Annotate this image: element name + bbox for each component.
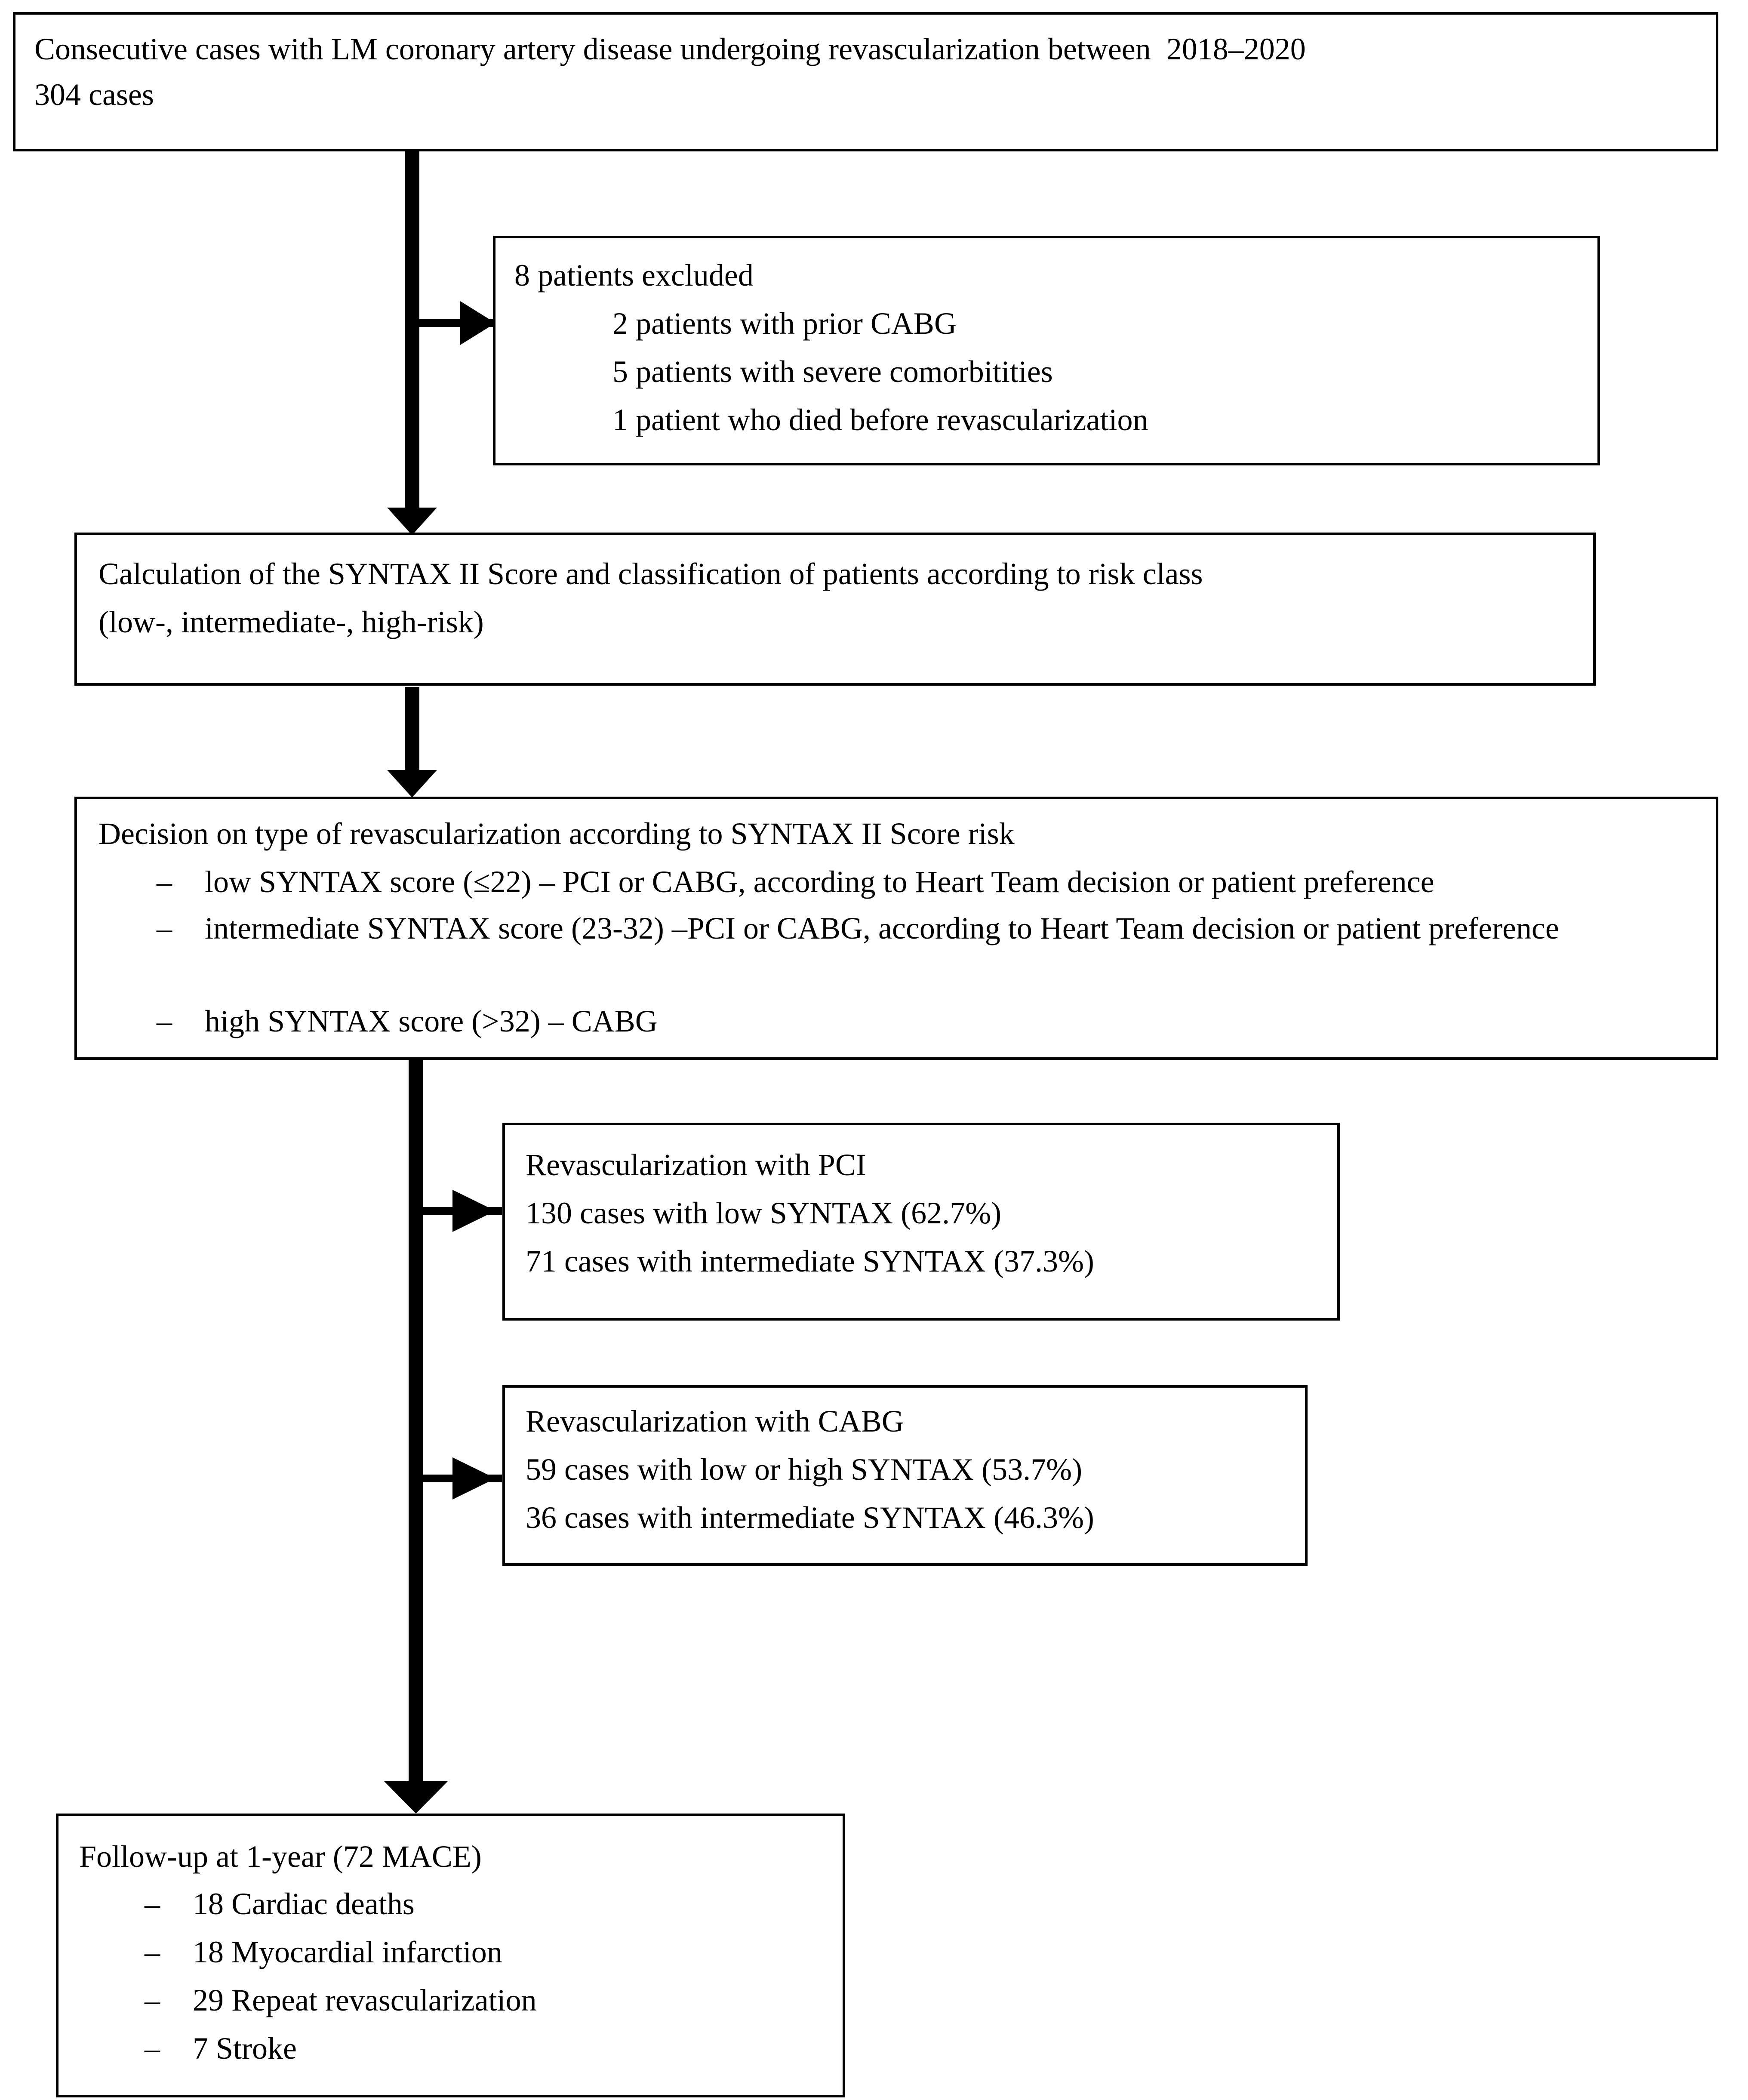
followup-item-3-dash: –	[145, 1983, 160, 2017]
syntax-score-box: Calculation of the SYNTAX II Score and c…	[74, 533, 1596, 686]
cabg-outcome-box: Revascularization with CABG 59 cases wit…	[502, 1385, 1308, 1566]
followup-item-4-text: 7 Stroke	[193, 2031, 297, 2066]
decision-bullet-1: – low SYNTAX score (≤22) – PCI or CABG, …	[157, 862, 1705, 902]
enrollment-box: Consecutive cases with LM coronary arter…	[13, 12, 1718, 151]
followup-item-2-dash: –	[145, 1935, 160, 1969]
decision-heading: Decision on type of revascularization ac…	[98, 816, 1015, 851]
decision-bullet-3: – high SYNTAX score (>32) – CABG	[157, 1001, 1705, 1042]
arrow-enrollment-to-scoring	[387, 151, 437, 535]
syntax-score-line-2: (low-, intermediate-, high-risk)	[98, 605, 484, 639]
followup-item-1: – 18 Cardiac deaths	[145, 1884, 816, 1924]
followup-heading: Follow-up at 1-year (72 MACE)	[79, 1839, 482, 1874]
followup-item-2-text: 18 Myocardial infarction	[193, 1935, 502, 1969]
decision-box: Decision on type of revascularization ac…	[74, 797, 1718, 1060]
followup-item-1-dash: –	[145, 1887, 160, 1921]
enrollment-line-1: Consecutive cases with LM coronary arter…	[34, 32, 1306, 66]
decision-bullet-3-dash: –	[157, 1004, 172, 1038]
exclusion-box: 8 patients excluded 2 patients with prio…	[493, 236, 1600, 465]
decision-bullet-2-dash: –	[157, 911, 172, 945]
enrollment-line-2: 304 cases	[34, 77, 154, 112]
followup-item-3: – 29 Repeat revascularization	[145, 1980, 816, 2021]
cabg-line-3: 36 cases with intermediate SYNTAX (46.3%…	[526, 1500, 1094, 1535]
exclusion-item-3: 1 patient who died before revascularizat…	[612, 403, 1148, 437]
decision-bullet-1-dash: –	[157, 865, 172, 899]
followup-box: Follow-up at 1-year (72 MACE) – 18 Cardi…	[56, 1814, 845, 2097]
followup-item-2: – 18 Myocardial infarction	[145, 1932, 816, 1973]
arrow-decision-to-followup	[384, 1059, 448, 1814]
decision-bullet-2: – intermediate SYNTAX score (23-32) –PCI…	[157, 908, 1705, 949]
decision-bullet-3-text: high SYNTAX score (>32) – CABG	[205, 1004, 658, 1038]
followup-item-3-text: 29 Repeat revascularization	[193, 1983, 537, 2017]
decision-bullet-1-text: low SYNTAX score (≤22) – PCI or CABG, ac…	[205, 865, 1434, 899]
pci-line-3: 71 cases with intermediate SYNTAX (37.3%…	[526, 1244, 1094, 1278]
exclusion-item-1: 2 patients with prior CABG	[612, 306, 957, 341]
exclusion-item-2: 5 patients with severe comorbitities	[612, 354, 1053, 389]
cabg-line-1: Revascularization with CABG	[526, 1404, 904, 1438]
pci-line-2: 130 cases with low SYNTAX (62.7%)	[526, 1196, 1002, 1230]
exclusion-heading: 8 patients excluded	[514, 258, 754, 293]
followup-item-4: – 7 Stroke	[145, 2029, 816, 2069]
syntax-score-line-1: Calculation of the SYNTAX II Score and c…	[98, 557, 1203, 591]
arrow-scoring-to-decision	[387, 687, 437, 798]
followup-item-4-dash: –	[145, 2031, 160, 2066]
followup-item-1-text: 18 Cardiac deaths	[193, 1887, 415, 1921]
decision-bullet-2-text: intermediate SYNTAX score (23-32) –PCI o…	[205, 911, 1559, 945]
pci-outcome-box: Revascularization with PCI 130 cases wit…	[502, 1123, 1340, 1321]
arrow-to-cabg	[416, 1457, 502, 1500]
cabg-line-2: 59 cases with low or high SYNTAX (53.7%)	[526, 1452, 1083, 1487]
arrow-to-pci	[416, 1190, 502, 1232]
pci-line-1: Revascularization with PCI	[526, 1148, 866, 1182]
